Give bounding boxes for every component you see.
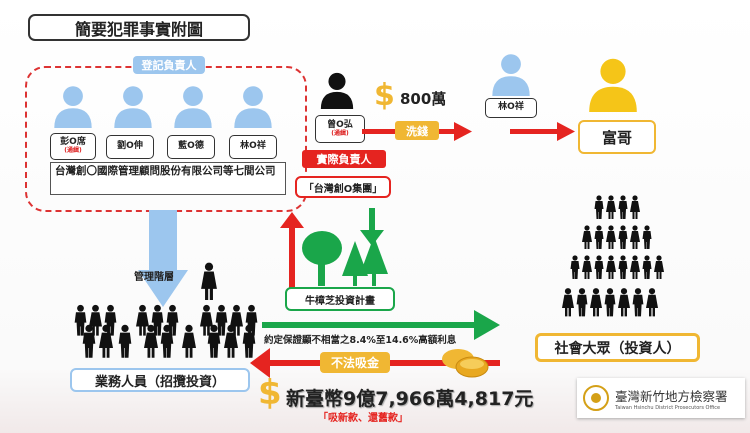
scheme-text: 「吸新款、還舊款」	[318, 413, 408, 424]
wanted-note: (通緝)	[331, 129, 349, 137]
intermediary-name: 林O祥	[485, 98, 537, 118]
person-icon	[230, 84, 276, 128]
person-name-liu: 劉O伸	[106, 135, 154, 159]
office-name-zh: 臺灣新竹地方檢察署	[615, 388, 728, 404]
sales-box: 業務人員（招攬投資）	[70, 368, 250, 392]
promise-text: 約定保證顯不相當之8.4%至14.6%高額利息	[264, 335, 457, 346]
amount-800: 800萬	[400, 90, 447, 108]
person-icon	[50, 84, 96, 128]
person-name-lin: 林O祥	[229, 135, 277, 159]
emblem-icon	[583, 385, 609, 411]
name-text: 曾O弘	[327, 119, 353, 130]
promise-arrow	[262, 310, 500, 340]
launder-label: 洗錢	[395, 121, 439, 140]
person-name-lan: 藍O德	[167, 135, 215, 159]
company-box: 台灣創〇國際管理顧問股份有限公司等七間公司	[50, 162, 286, 195]
public-box: 社會大眾（投資人）	[535, 333, 700, 362]
actual-name: 曾O弘(通緝)	[315, 115, 365, 143]
actual-label: 實際負責人	[302, 150, 386, 168]
manager-icon	[195, 262, 223, 300]
person-icon	[170, 84, 216, 128]
recipient-icon	[584, 56, 642, 112]
trees-icon	[302, 231, 388, 286]
public-pyramid-icon	[562, 195, 664, 317]
recipient-box: 富哥	[578, 120, 656, 154]
person-name-peng: 彭O席(通緝)	[50, 133, 96, 160]
sales-crowd-icon	[74, 304, 258, 358]
office-logo: 臺灣新竹地方檢察署 Taiwan Hsinchu District Prosec…	[577, 378, 745, 418]
up-red-arrow	[280, 212, 304, 292]
dollar-icon: $	[258, 373, 282, 413]
wanted-note: (通緝)	[64, 147, 82, 155]
coins-icon	[442, 349, 489, 378]
group-box: 「台灣創O集團」	[295, 176, 391, 198]
office-name-en: Taiwan Hsinchu District Prosecutors Offi…	[615, 404, 721, 411]
total-amount: 新臺幣9億7,966萬4,817元	[286, 388, 534, 410]
plan-box: 牛樟芝投資計畫	[285, 287, 395, 311]
dollar-icon: $	[374, 78, 395, 113]
intermediary-icon	[488, 52, 534, 96]
registered-label: 登記負責人	[133, 56, 205, 74]
down-green-arrow	[360, 208, 384, 246]
manage-arrow	[138, 210, 188, 307]
page-title: 簡要犯罪事實附圖	[28, 14, 250, 41]
boss-icon	[318, 68, 356, 112]
person-icon	[110, 84, 156, 128]
name-text: 彭O席	[60, 137, 86, 148]
illegal-label: 不法吸金	[320, 352, 390, 373]
management-label: 管理階層	[134, 272, 174, 283]
